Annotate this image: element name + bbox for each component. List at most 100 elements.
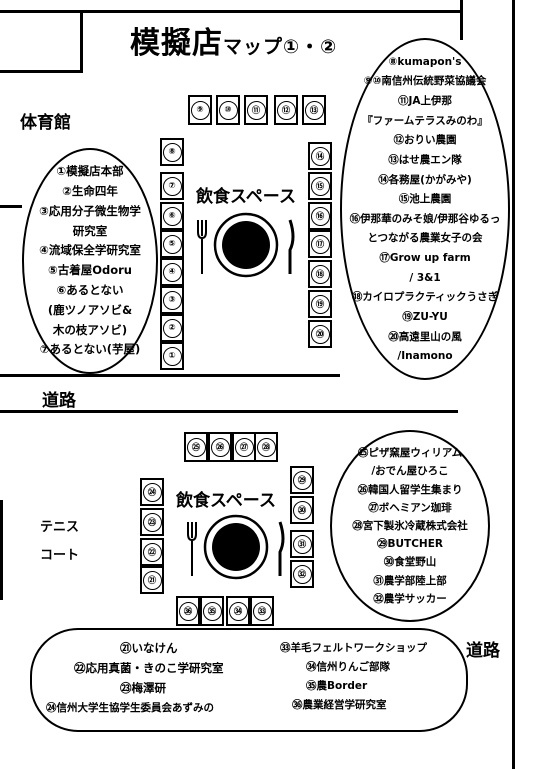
food-space-1-label: 飲食スペース <box>196 187 296 207</box>
legend-item: ⑬はせ農エン隊 <box>388 153 462 166</box>
legend-col-left: ㉑いなけん ㉒応用真菌・きのこ学研究室 ㉓梅澤研 ㉔信州大学生協学生委員会あずみ… <box>46 640 224 715</box>
legend-item: ⑨⑩南信州伝統野菜協議会 <box>363 75 487 88</box>
legend-item: ㉞信州りんご部隊 <box>306 661 390 673</box>
legend-stalls-21-24-33-36: ㉑いなけん ㉒応用真菌・きのこ学研究室 ㉓梅澤研 ㉔信州大学生協学生委員会あずみ… <box>30 628 468 732</box>
legend-item: ⑲ZU-YU <box>402 310 448 323</box>
legend-item: ⑦あるとない(芋屋) <box>39 342 141 357</box>
title-main: 模擬店 <box>130 26 223 61</box>
legend-item: ㉚食堂野山 <box>383 556 437 569</box>
legend-item: ⑰Grow up farm <box>379 252 471 265</box>
stall-7[interactable]: ⑦ <box>160 172 184 200</box>
legend-stalls-8-20: ⑧kumapon's ⑨⑩南信州伝統野菜協議会 ⑪JA上伊那 『ファームテラスみ… <box>340 38 510 380</box>
tennis-label-1: テニス <box>40 520 80 535</box>
legend-item: ①模擬店本部 <box>56 164 124 179</box>
legend-item: ⑪JA上伊那 <box>397 95 453 108</box>
legend-item: ㊱農業経営学研究室 <box>292 699 387 711</box>
stall-23[interactable]: ㉓ <box>140 508 164 536</box>
legend-item: ⑳高遠里山の風 <box>388 330 462 343</box>
legend-item: /おでん屋ひろこ <box>371 465 449 478</box>
legend-item: ㉔信州大学生協学生委員会あずみの <box>46 702 214 714</box>
road-label-right: 道路 <box>466 641 500 661</box>
legend-stalls-1-7: ①模擬店本部 ②生命四年 ③応用分子微生物学 研究室 ④流域保全学研究室 ⑤古着… <box>22 148 158 374</box>
far-right-road-edge <box>512 0 515 769</box>
stall-2[interactable]: ② <box>160 314 184 342</box>
stall-32[interactable]: ㉜ <box>290 560 314 588</box>
legend-item: ㉙BUTCHER <box>377 538 443 551</box>
tennis-label-2: コート <box>40 548 80 563</box>
right-wall <box>460 0 463 40</box>
stall-18[interactable]: ⑱ <box>308 260 332 288</box>
stall-13[interactable]: ⑬ <box>302 95 326 125</box>
area1-bottom-border <box>0 374 340 377</box>
stall-22[interactable]: ㉒ <box>140 538 164 566</box>
legend-item: ④流域保全学研究室 <box>39 243 141 258</box>
gym-wall-right <box>80 10 83 70</box>
stall-12[interactable]: ⑫ <box>274 95 298 125</box>
left-mid-edge <box>0 205 22 208</box>
stall-28[interactable]: ㉘ <box>254 432 278 462</box>
legend-item: 『ファームテラスみのわ』 <box>362 114 488 127</box>
legend-item: ㉟農Border <box>306 680 368 692</box>
legend-item: ⑧kumapon's <box>388 55 462 68</box>
legend-item: ㉛農学部陸上部 <box>373 574 447 587</box>
legend-item: ⑮池上農園 <box>398 193 452 206</box>
legend-item: ②生命四年 <box>62 184 118 199</box>
stall-35[interactable]: ㉟ <box>200 596 224 626</box>
stall-34[interactable]: ㉞ <box>226 596 250 626</box>
stall-8[interactable]: ⑧ <box>160 138 184 166</box>
legend-item: 木の枝アソビ) <box>52 322 128 337</box>
stall-10[interactable]: ⑩ <box>216 95 240 125</box>
legend-item: 研究室 <box>72 223 108 238</box>
legend-item: /Inamono <box>397 350 453 363</box>
legend-item: (鹿ツノアソビ& <box>47 302 133 317</box>
legend-item: ㉓梅澤研 <box>120 681 166 695</box>
legend-item: ⑤古着屋Odoru <box>47 263 132 278</box>
gym-wall-top <box>0 10 460 13</box>
stall-6[interactable]: ⑥ <box>160 202 184 230</box>
legend-item: ㉒応用真菌・きのこ学研究室 <box>74 661 224 675</box>
gym-label: 体育館 <box>20 113 71 133</box>
gym-wall-bottom <box>0 70 83 73</box>
area2-top-border <box>0 410 458 413</box>
stall-29[interactable]: ㉙ <box>290 466 314 494</box>
plate-icon <box>197 212 295 278</box>
stall-1[interactable]: ① <box>160 342 184 370</box>
stall-24[interactable]: ㉔ <box>140 478 164 506</box>
stall-4[interactable]: ④ <box>160 258 184 286</box>
legend-col-right: ㉝羊毛フェルトワークショップ ㉞信州りんご部隊 ㉟農Border ㊱農業経営学研… <box>280 640 427 712</box>
stall-3[interactable]: ③ <box>160 286 184 314</box>
legend-item: ㉖韓国人留学生集まり <box>357 483 463 496</box>
stall-33[interactable]: ㉝ <box>250 596 274 626</box>
legend-item: ⑯伊那華のみそ娘/伊那谷ゆるっ <box>349 212 501 225</box>
food-space-2-label: 飲食スペース <box>176 491 276 511</box>
stall-31[interactable]: ㉛ <box>290 530 314 558</box>
stall-14[interactable]: ⑭ <box>308 142 332 170</box>
legend-item: ㉜農学サッカー <box>373 592 447 605</box>
title-sub: マップ①・② <box>223 36 338 58</box>
legend-item: ③応用分子微生物学 <box>39 203 141 218</box>
stall-5[interactable]: ⑤ <box>160 230 184 258</box>
stall-30[interactable]: ㉚ <box>290 496 314 524</box>
stall-25[interactable]: ㉕ <box>184 432 208 462</box>
plate-icon <box>187 514 285 580</box>
stall-15[interactable]: ⑮ <box>308 172 332 200</box>
tennis-edge <box>0 500 3 600</box>
stall-17[interactable]: ⑰ <box>308 230 332 258</box>
stall-26[interactable]: ㉖ <box>208 432 232 462</box>
legend-item: ㉕ピザ窯屋ウィリアム <box>357 447 463 460</box>
stall-11[interactable]: ⑪ <box>244 95 268 125</box>
stall-9[interactable]: ⑨ <box>188 95 212 125</box>
legend-item: ⑭各務屋(かがみや) <box>378 173 472 186</box>
legend-item: とつながる農業女子の会 <box>367 232 483 245</box>
legend-item: ⑫おりい農園 <box>393 134 457 147</box>
stall-19[interactable]: ⑲ <box>308 290 332 318</box>
stall-16[interactable]: ⑯ <box>308 202 332 230</box>
stall-20[interactable]: ⑳ <box>308 320 332 348</box>
stall-27[interactable]: ㉗ <box>232 432 256 462</box>
legend-item: ㉝羊毛フェルトワークショップ <box>280 642 427 654</box>
legend-item: ⑥あるとない <box>56 283 124 298</box>
legend-stalls-25-32: ㉕ピザ窯屋ウィリアム /おでん屋ひろこ ㉖韓国人留学生集まり ㉗ボヘミアン珈琲 … <box>330 430 490 622</box>
stall-36[interactable]: ㊱ <box>176 596 200 626</box>
map-title: 模擬店マップ①・② <box>130 18 337 62</box>
stall-21[interactable]: ㉑ <box>140 566 164 594</box>
